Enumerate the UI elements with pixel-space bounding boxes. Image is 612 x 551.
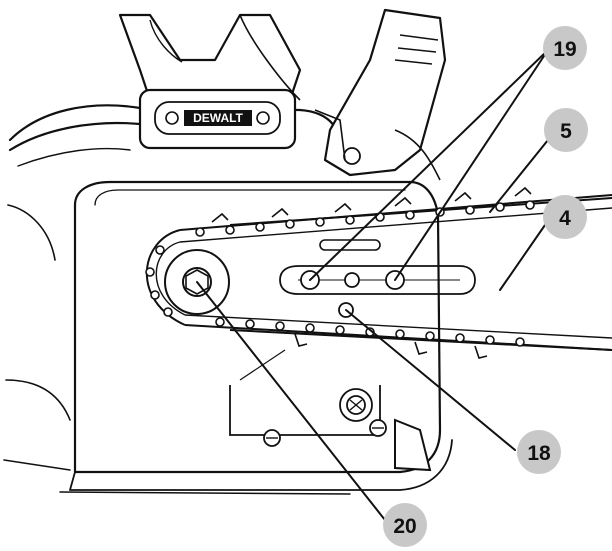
callout-4: 4	[543, 195, 587, 239]
sprocket-assembly	[164, 249, 230, 315]
leader-4	[499, 224, 546, 291]
leader-5	[489, 139, 549, 213]
brand-logo-text: DEWALT	[193, 111, 243, 125]
leader-19-a	[309, 49, 549, 281]
callout-20-label: 20	[393, 515, 416, 538]
leader-18	[345, 309, 516, 451]
leader-19-b	[394, 49, 549, 281]
saw-chain	[145, 186, 612, 359]
hand-guard	[314, 8, 447, 181]
bumper-spike	[394, 418, 432, 472]
callout-18-label: 18	[527, 442, 551, 465]
leader-lines	[196, 49, 549, 521]
callout-5: 5	[544, 108, 588, 152]
leader-20	[196, 281, 386, 521]
logo-badge	[184, 110, 252, 126]
logo-plate: DEWALT	[138, 88, 297, 150]
logo-screw-right	[256, 111, 270, 125]
top-handle	[118, 13, 302, 102]
callout-20: 20	[383, 503, 427, 547]
logo-screw-left	[165, 111, 179, 125]
callout-4-label: 4	[559, 207, 571, 230]
callout-5-label: 5	[560, 120, 572, 143]
callout-18: 18	[517, 430, 561, 474]
lower-cover-details	[229, 349, 387, 447]
callout-19-label: 19	[553, 38, 576, 61]
callout-19: 19	[543, 26, 587, 70]
